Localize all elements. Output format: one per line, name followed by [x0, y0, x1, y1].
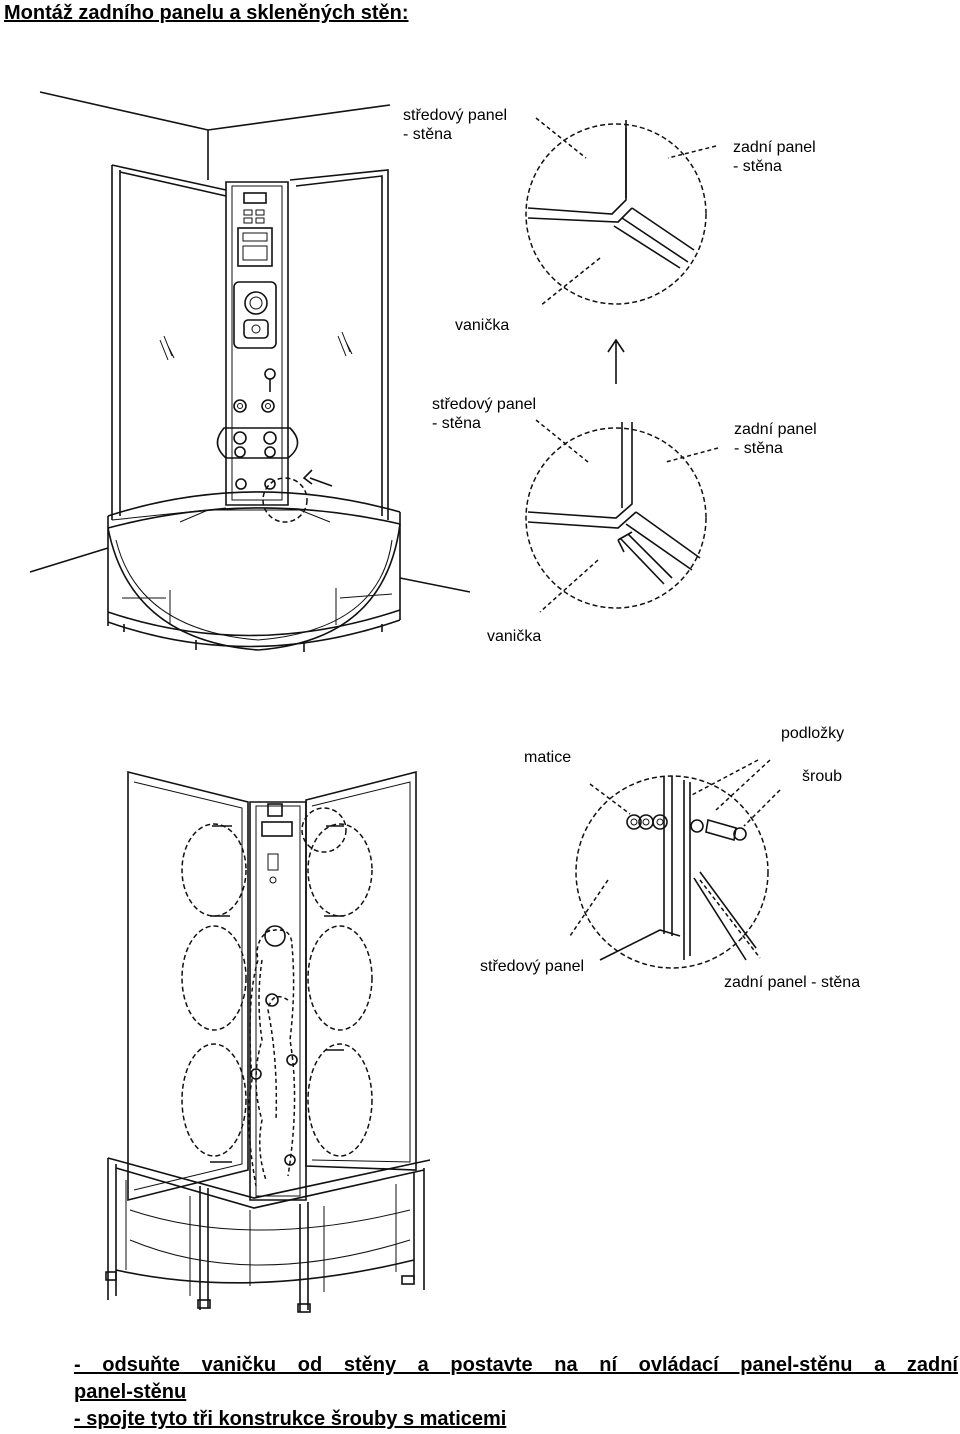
- detail-joint-1: [525, 117, 717, 384]
- label-back-panel-2b: - stěna: [734, 440, 783, 457]
- label-back-panel-2a: zadní panel: [734, 421, 817, 438]
- label-center-panel-1a: středový panel: [403, 107, 508, 124]
- detail-joint-2: [525, 419, 719, 613]
- label-center-panel-3: středový panel: [480, 958, 585, 975]
- page-title: Montáž zadního panelu a skleněných stěn:: [4, 2, 409, 24]
- label-back-panel-1a: zadní panel: [733, 139, 816, 156]
- label-back-panel-3: zadní panel - stěna: [724, 974, 861, 991]
- label-screw: šroub: [802, 768, 843, 785]
- label-center-panel-2b: - stěna: [432, 415, 481, 432]
- instruction-line-1: - odsuňte vaničku od stěny a postavte na…: [74, 1354, 958, 1376]
- detail-screw-joint: [569, 759, 781, 969]
- label-washers: podložky: [781, 725, 845, 742]
- shower-cabin-exploded: [105, 770, 431, 1313]
- label-center-panel-1b: - stěna: [403, 126, 452, 143]
- shower-cabin-assembled: [29, 91, 471, 652]
- label-nut: matice: [524, 749, 572, 766]
- label-center-panel-2a: středový panel: [432, 396, 537, 413]
- label-tray-2: vanička: [487, 628, 542, 645]
- label-back-panel-1b: - stěna: [733, 158, 782, 175]
- instructions: - odsuňte vaničku od stěny a postavte na…: [74, 1352, 958, 1433]
- label-tray-1: vanička: [455, 317, 510, 334]
- instruction-line-3: - spojte tyto tři konstrukce šrouby s ma…: [74, 1408, 507, 1430]
- instruction-line-2: panel-stěnu: [74, 1381, 187, 1403]
